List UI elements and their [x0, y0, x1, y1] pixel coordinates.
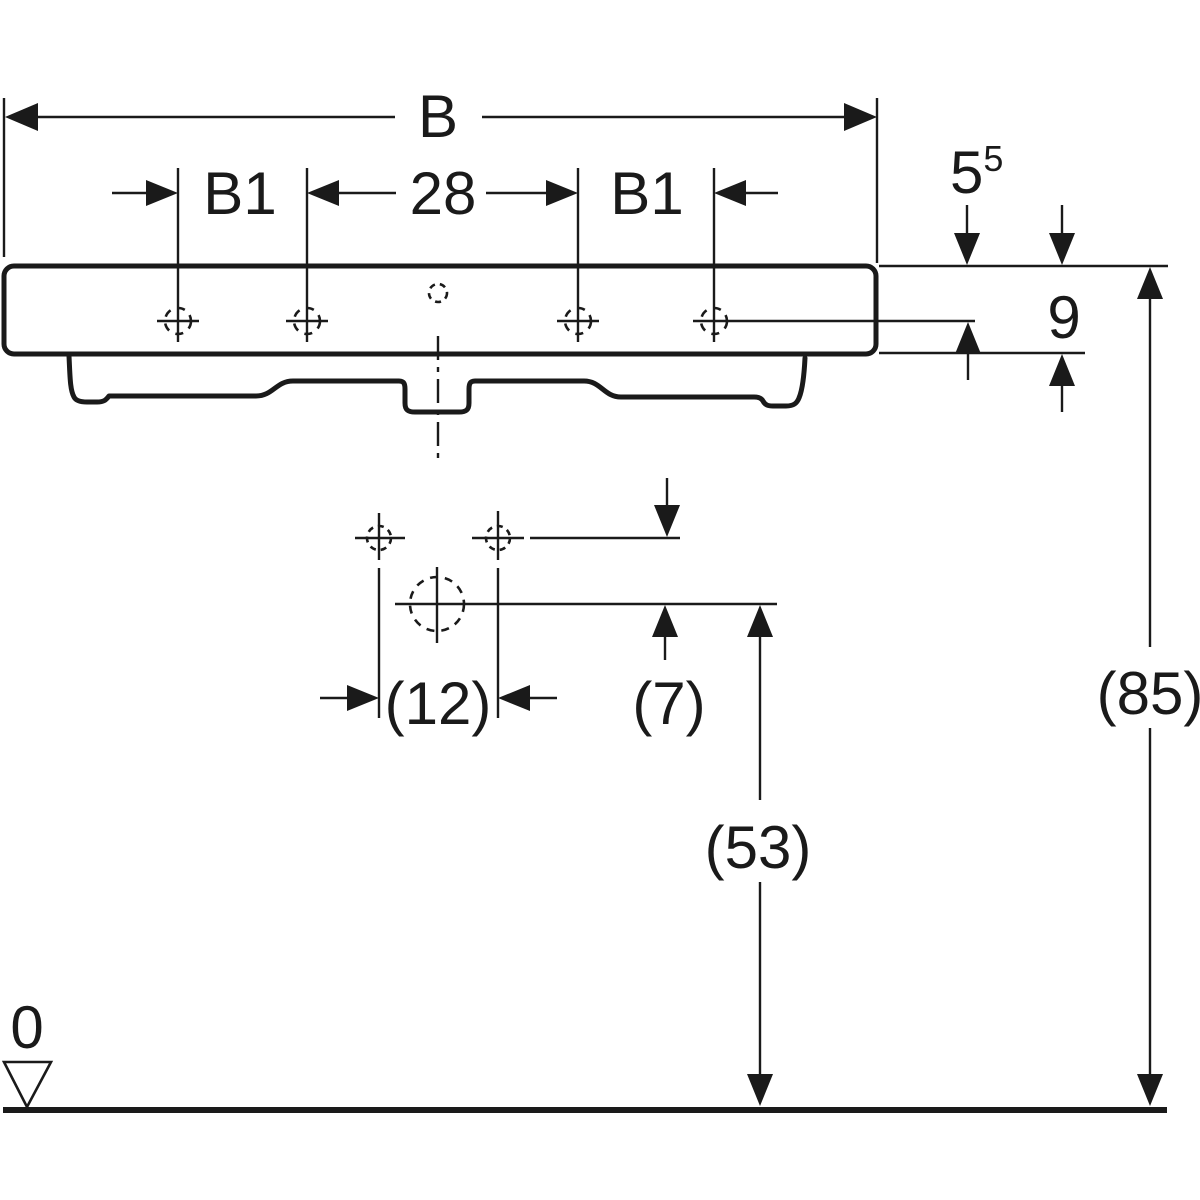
- tap-hole-1: [157, 306, 199, 336]
- datum-triangle: [1, 1060, 54, 1110]
- arrowhead-12-left: [347, 685, 379, 711]
- tap-hole-2: [286, 306, 328, 336]
- dimension-label-5-5-sup: 5: [983, 138, 1003, 179]
- arrowhead-b1-left: [146, 180, 178, 206]
- dimension-label-85: (85): [1097, 660, 1200, 727]
- detail-hole-left: [355, 513, 405, 560]
- basin-apron-profile: [66, 353, 808, 415]
- arrowhead-b1-right: [714, 180, 746, 206]
- basin-body-outline: [1, 263, 879, 357]
- dimension-label-9: 9: [1047, 284, 1080, 351]
- arrowhead-53-bottom: [747, 1074, 773, 1106]
- arrowhead-7-up: [652, 605, 678, 637]
- arrowhead-55-down: [954, 233, 980, 265]
- dimension-label-5-5: 55: [950, 138, 1003, 206]
- arrowhead-85-bottom: [1137, 1074, 1163, 1106]
- dimension-label-b1-left: B1: [203, 160, 276, 227]
- overflow-hole: [427, 282, 449, 304]
- dimension-label-5-5-base: 5: [950, 139, 983, 206]
- arrowhead-b-left: [5, 103, 38, 131]
- tap-hole-3: [557, 306, 599, 336]
- arrowhead-12-right: [498, 685, 530, 711]
- dimension-label-b1-right: B1: [610, 160, 683, 227]
- dimension-label-12: (12): [385, 670, 492, 737]
- arrowhead-85-top: [1137, 267, 1163, 299]
- arrowhead-b-right: [844, 103, 877, 131]
- tap-hole-4: [693, 306, 735, 336]
- arrowhead-9-down: [1049, 233, 1075, 265]
- dimension-label-7: (7): [632, 670, 705, 737]
- datum-zero-label: 0: [10, 994, 43, 1061]
- dimension-label-53: (53): [705, 814, 812, 881]
- arrowhead-53-top: [747, 605, 773, 637]
- detail-hole-right: [472, 511, 524, 560]
- dimension-label-28: 28: [410, 160, 477, 227]
- arrowhead-28-right: [546, 180, 578, 206]
- arrowhead-7-down: [654, 505, 680, 537]
- arrowhead-9-up: [1049, 354, 1075, 386]
- arrowhead-55-up: [955, 322, 981, 354]
- arrowhead-28-left: [307, 180, 339, 206]
- dimension-label-b: B: [418, 83, 458, 150]
